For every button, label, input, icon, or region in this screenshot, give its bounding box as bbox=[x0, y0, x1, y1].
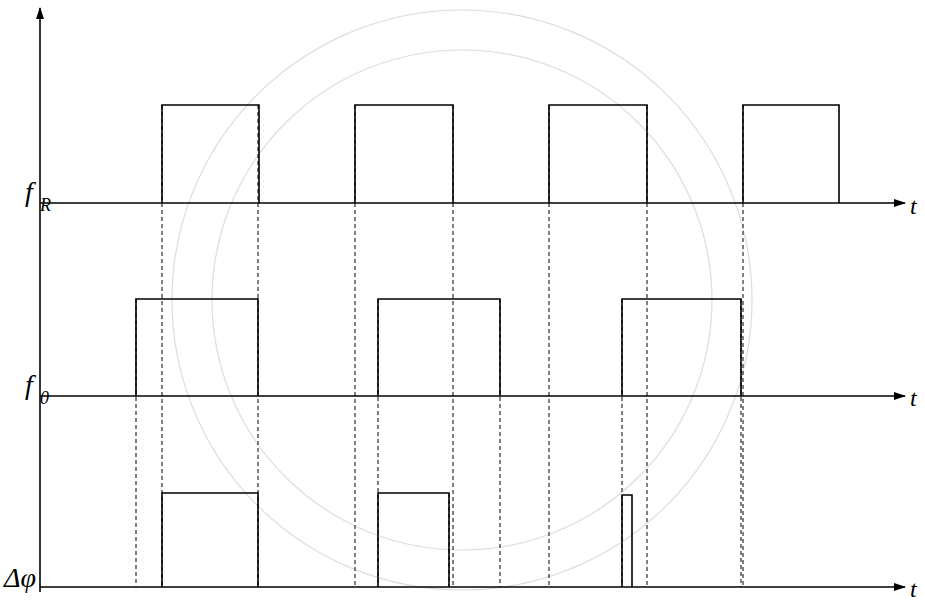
signal-name: Δφ bbox=[4, 564, 36, 592]
watermark-seal bbox=[172, 10, 752, 590]
axis-label: t bbox=[910, 194, 917, 218]
f0-pulses bbox=[136, 299, 741, 396]
time-axis bbox=[40, 395, 905, 397]
fr-pulses bbox=[162, 105, 839, 203]
vertical-axis bbox=[39, 8, 41, 592]
signal-name: f bbox=[25, 178, 33, 206]
time-axis bbox=[40, 586, 905, 588]
dashed-guides bbox=[136, 105, 743, 587]
axis-label: t bbox=[910, 577, 917, 601]
time-axis bbox=[40, 202, 905, 204]
signal-subscript: 0 bbox=[40, 389, 49, 407]
phase-pulses bbox=[162, 493, 632, 587]
signal-subscript: R bbox=[40, 196, 51, 214]
signal-name: f bbox=[25, 371, 33, 399]
axis-label: t bbox=[910, 386, 917, 410]
